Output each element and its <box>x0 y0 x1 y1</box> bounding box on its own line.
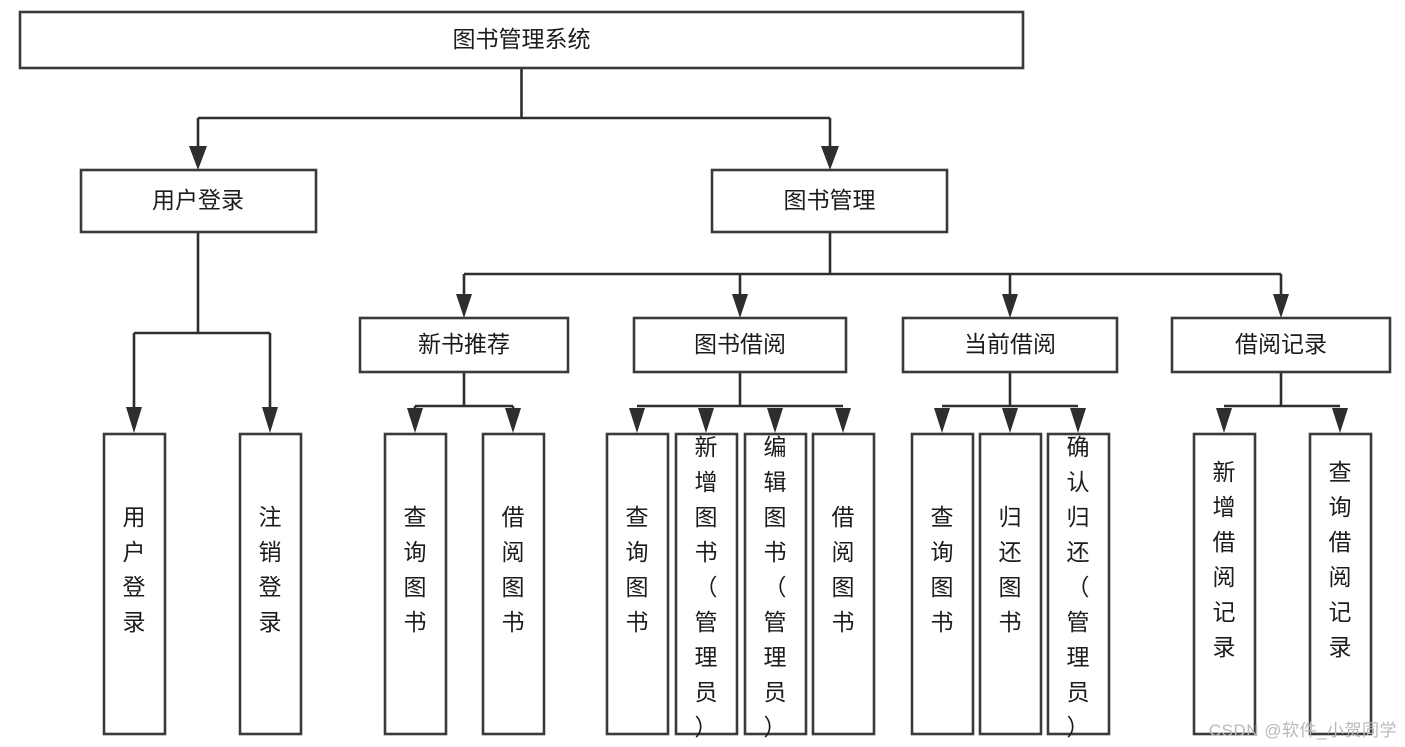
arrow-user-login <box>189 146 207 170</box>
leaf-new-book-recommend-0[interactable]: 查询图书 <box>383 432 448 736</box>
leaf-user-login-1-label: 注销登录 <box>259 504 282 635</box>
node-new-book-recommend[interactable]: 新书推荐 <box>358 316 570 374</box>
leaf-new-book-recommend-1-box[interactable] <box>481 432 546 736</box>
arrow-ul-leaf-1 <box>262 407 278 433</box>
node-root-label: 图书管理系统 <box>453 26 591 52</box>
arrow-ul-leaf-0 <box>126 407 142 433</box>
arrow-cb-leaf-2 <box>1070 408 1086 433</box>
leaf-book-borrow-0-label: 查询图书 <box>626 504 649 635</box>
node-new-book-recommend-label: 新书推荐 <box>418 331 510 357</box>
leaf-new-book-recommend-1[interactable]: 借阅图书 <box>481 432 546 736</box>
leaf-current-borrow-0-label: 查询图书 <box>931 504 954 635</box>
node-borrow-record-box[interactable] <box>1170 316 1392 374</box>
leaf-user-login-0[interactable]: 用户登录 <box>102 432 167 736</box>
leaf-current-borrow-0-box[interactable] <box>910 432 975 736</box>
leaf-user-login-1-box[interactable] <box>238 432 303 736</box>
arrow-book-manage <box>821 146 839 170</box>
arrow-nbr-leaf-1 <box>505 408 521 433</box>
node-current-borrow[interactable]: 当前借阅 <box>901 316 1119 374</box>
node-new-book-recommend-box[interactable] <box>358 316 570 374</box>
node-root-box[interactable] <box>18 10 1025 70</box>
leaf-current-borrow-1-label: 归还图书 <box>999 504 1022 635</box>
leaf-book-borrow-0[interactable]: 查询图书 <box>605 432 670 736</box>
connector-layer <box>126 68 1348 433</box>
arrow-cb-leaf-1 <box>1002 408 1018 433</box>
leaf-book-borrow-1-box[interactable] <box>674 432 739 736</box>
leaf-book-borrow-0-box[interactable] <box>605 432 670 736</box>
node-current-borrow-label: 当前借阅 <box>964 331 1056 357</box>
leaf-borrow-record-0-box[interactable] <box>1192 432 1257 736</box>
arrow-bb-leaf-0 <box>629 408 645 433</box>
leaf-borrow-record-1[interactable]: 查询借阅记录 <box>1308 432 1373 736</box>
node-book-manage-label: 图书管理 <box>784 187 876 213</box>
leaf-user-login-1[interactable]: 注销登录 <box>238 432 303 736</box>
node-book-borrow[interactable]: 图书借阅 <box>632 316 848 374</box>
leaf-current-borrow-0[interactable]: 查询图书 <box>910 432 975 736</box>
leaf-current-borrow-2-box[interactable] <box>1046 432 1111 736</box>
arrow-borrow-record <box>1273 294 1289 318</box>
csdn-watermark: CSDN @软件_小贺同学 <box>1208 721 1397 740</box>
node-current-borrow-box[interactable] <box>901 316 1119 374</box>
leaf-book-borrow-3[interactable]: 借阅图书 <box>811 432 876 736</box>
leaf-current-borrow-2-label: 确认归还（管理员） <box>1067 434 1090 740</box>
node-borrow-record-label: 借阅记录 <box>1235 331 1327 357</box>
arrow-current-borrow <box>1002 294 1018 318</box>
leaf-book-borrow-3-label: 借阅图书 <box>832 504 855 635</box>
arrow-cb-leaf-0 <box>934 408 950 433</box>
leaf-user-login-0-box[interactable] <box>102 432 167 736</box>
leaf-new-book-recommend-1-label: 借阅图书 <box>502 504 525 635</box>
node-borrow-record[interactable]: 借阅记录 <box>1170 316 1392 374</box>
node-book-borrow-box[interactable] <box>632 316 848 374</box>
leaf-borrow-record-0[interactable]: 新增借阅记录 <box>1192 432 1257 736</box>
leaf-current-borrow-1-box[interactable] <box>978 432 1043 736</box>
leaf-current-borrow-1[interactable]: 归还图书 <box>978 432 1043 736</box>
arrow-bb-leaf-1 <box>698 408 714 433</box>
leaf-book-borrow-1-label: 新增图书（管理员） <box>695 434 718 740</box>
arrow-nbr-leaf-0 <box>407 408 423 433</box>
node-root[interactable]: 图书管理系统 <box>18 10 1025 70</box>
node-user-login-label: 用户登录 <box>152 187 244 213</box>
leaf-borrow-record-1-label: 查询借阅记录 <box>1329 459 1352 660</box>
leaf-current-borrow-2[interactable]: 确认归还（管理员） <box>1046 432 1111 740</box>
leaf-book-borrow-3-box[interactable] <box>811 432 876 736</box>
leaf-book-borrow-2[interactable]: 编辑图书（管理员） <box>743 432 808 740</box>
arrow-new-book-recommend <box>456 294 472 318</box>
node-book-manage[interactable]: 图书管理 <box>710 168 949 234</box>
leaf-book-borrow-1[interactable]: 新增图书（管理员） <box>674 432 739 740</box>
arrow-bb-leaf-2 <box>767 408 783 433</box>
node-book-manage-box[interactable] <box>710 168 949 234</box>
node-user-login-box[interactable] <box>79 168 318 234</box>
leaf-user-login-0-label: 用户登录 <box>123 504 146 635</box>
node-user-login[interactable]: 用户登录 <box>79 168 318 234</box>
leaf-borrow-record-1-box[interactable] <box>1308 432 1373 736</box>
arrow-br-leaf-1 <box>1332 408 1348 433</box>
leaf-book-borrow-2-box[interactable] <box>743 432 808 736</box>
node-book-borrow-label: 图书借阅 <box>694 331 786 357</box>
arrow-br-leaf-0 <box>1216 408 1232 433</box>
leaf-new-book-recommend-0-label: 查询图书 <box>404 504 427 635</box>
arrow-book-borrow <box>732 294 748 318</box>
leaf-new-book-recommend-0-box[interactable] <box>383 432 448 736</box>
arrow-bb-leaf-3 <box>835 408 851 433</box>
leaf-borrow-record-0-label: 新增借阅记录 <box>1213 459 1236 660</box>
leaf-book-borrow-2-label: 编辑图书（管理员） <box>764 434 787 740</box>
